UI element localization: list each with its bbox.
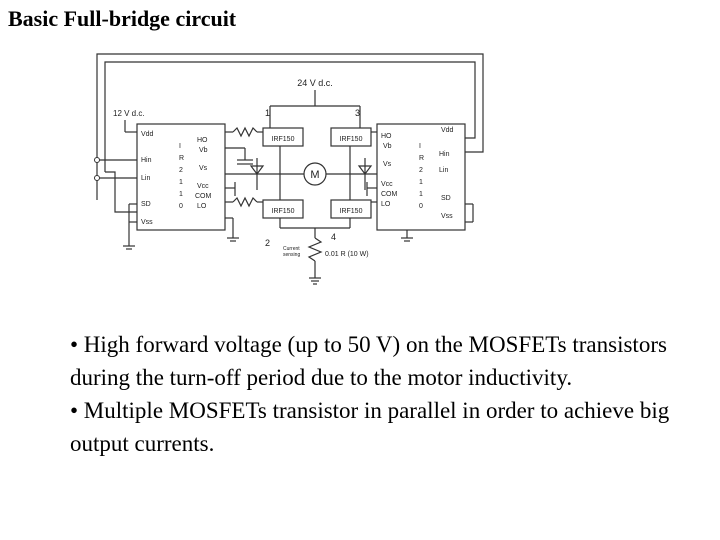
left-pin-vb: Vb xyxy=(199,147,208,154)
sense-resistor-label: 0.01 R (10 W) xyxy=(325,251,369,258)
bullet-item: • Multiple MOSFETs transistor in paralle… xyxy=(70,398,670,456)
left-pin-vs: Vs xyxy=(199,165,208,172)
bullet-list: • High forward voltage (up to 50 V) on t… xyxy=(70,328,670,460)
left-pin-vss: Vss xyxy=(141,219,153,226)
left-pin-lo: LO xyxy=(197,203,207,210)
left-pin-hin: Hin xyxy=(141,157,152,164)
right-pin-lin: Lin xyxy=(439,167,448,174)
right-part-4: 1 xyxy=(419,179,423,186)
left-part-3: 2 xyxy=(179,167,183,174)
left-pin-vdd: Vdd xyxy=(141,131,154,138)
mosfet-label-high-left: IRF150 xyxy=(272,136,295,143)
right-pin-vb: Vb xyxy=(383,143,392,150)
slide-title: Basic Full-bridge circuit xyxy=(8,6,237,31)
main-supply-label: 24 V d.c. xyxy=(297,78,333,88)
node-label-4: 4 xyxy=(331,232,336,242)
right-pin-vcc: Vcc xyxy=(381,181,393,188)
mosfet-label-high-right: IRF150 xyxy=(340,136,363,143)
right-pin-sd: SD xyxy=(441,195,451,202)
full-bridge-circuit-diagram: M 24 V d.c. 12 V d.c. 1 3 2 4 IRF150 IRF… xyxy=(94,53,484,285)
left-part-4: 1 xyxy=(179,179,183,186)
right-part-3: 2 xyxy=(419,167,423,174)
bullet-item: • High forward voltage (up to 50 V) on t… xyxy=(70,332,667,390)
mosfet-label-low-right: IRF150 xyxy=(340,208,363,215)
right-pin-vss: Vss xyxy=(441,213,453,220)
node-label-2: 2 xyxy=(265,238,270,248)
right-pin-ho: HO xyxy=(381,133,392,140)
left-pin-sd: SD xyxy=(141,201,151,208)
mosfet-label-low-left: IRF150 xyxy=(272,208,295,215)
right-pin-com: COM xyxy=(381,191,398,198)
left-pin-com: COM xyxy=(195,193,212,200)
right-pin-vdd: Vdd xyxy=(441,127,454,134)
right-pin-hin: Hin xyxy=(439,151,450,158)
node-label-1: 1 xyxy=(265,108,270,118)
right-part-2: R xyxy=(419,155,424,162)
right-part-1: I xyxy=(419,143,421,150)
left-part-6: 0 xyxy=(179,203,183,210)
left-part-1: I xyxy=(179,143,181,150)
right-pin-lo: LO xyxy=(381,201,391,208)
right-part-6: 0 xyxy=(419,203,423,210)
right-pin-vs: Vs xyxy=(383,161,392,168)
current-sensing-label: Current sensing xyxy=(283,246,301,258)
left-part-5: 1 xyxy=(179,191,183,198)
left-pin-ho: HO xyxy=(197,137,208,144)
node-label-3: 3 xyxy=(355,108,360,118)
left-pin-lin: Lin xyxy=(141,175,150,182)
logic-supply-label: 12 V d.c. xyxy=(113,109,145,118)
motor-label: M xyxy=(310,169,319,181)
left-pin-vcc: Vcc xyxy=(197,183,209,190)
left-part-2: R xyxy=(179,155,184,162)
right-part-5: 1 xyxy=(419,191,423,198)
